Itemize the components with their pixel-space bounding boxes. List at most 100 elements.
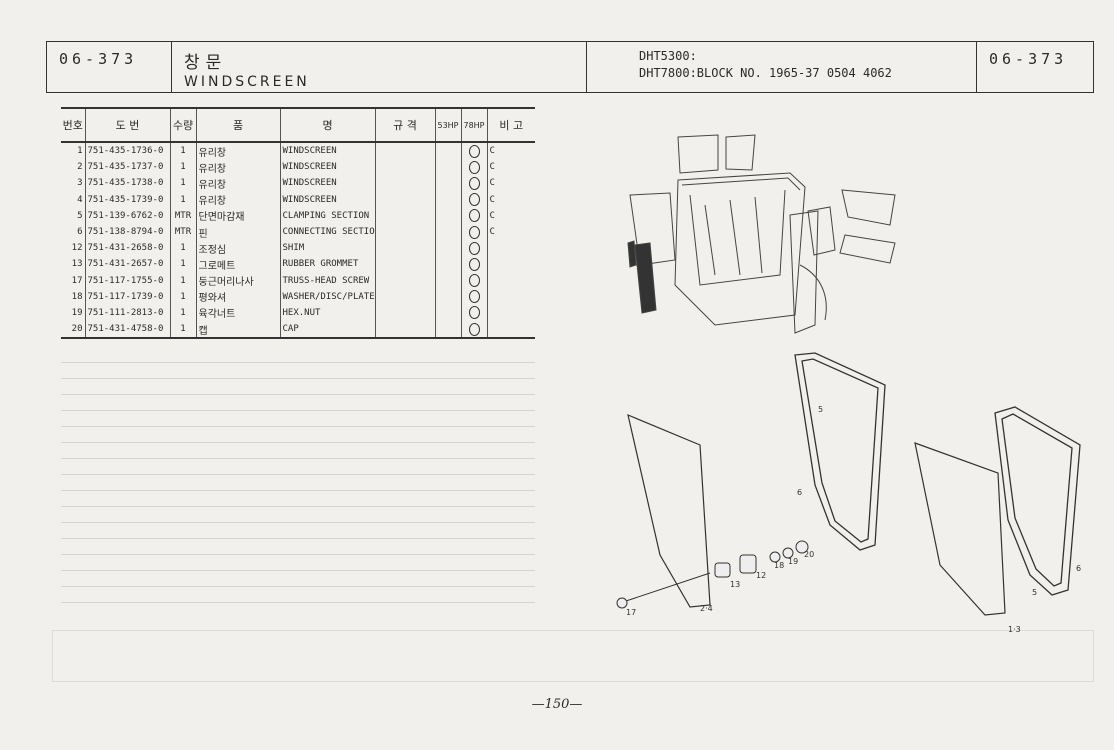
faded-back-page-table bbox=[61, 362, 535, 618]
row-53hp bbox=[435, 191, 462, 208]
row-spec bbox=[375, 159, 436, 176]
fastener-assembly bbox=[616, 540, 809, 609]
section-code-left: 06-373 bbox=[47, 42, 172, 92]
section-code-right: 06-373 bbox=[989, 50, 1068, 68]
callout-5-right: 5 bbox=[1032, 588, 1037, 597]
row-qty: 1 bbox=[170, 159, 197, 176]
row-53hp bbox=[435, 272, 462, 289]
row-name-en: WINDSCREEN bbox=[280, 159, 376, 176]
col-qty: 수량 bbox=[170, 107, 197, 143]
row-remark bbox=[487, 240, 535, 256]
callout-20: 20 bbox=[804, 550, 814, 559]
row-spec bbox=[375, 304, 436, 322]
applicability-mark-icon bbox=[468, 290, 480, 304]
row-qty: 1 bbox=[170, 240, 197, 257]
row-78hp bbox=[461, 304, 488, 322]
applicability-mark-icon bbox=[468, 209, 480, 223]
row-qty: 1 bbox=[170, 304, 197, 322]
callout-6: 6 bbox=[797, 488, 802, 497]
callout-5: 5 bbox=[818, 405, 823, 414]
applicability-mark-icon bbox=[468, 306, 480, 320]
col-no: 번호 bbox=[61, 107, 86, 143]
row-78hp bbox=[461, 223, 488, 241]
row-name-en: HEX.NUT bbox=[280, 304, 376, 322]
row-spec bbox=[375, 240, 436, 257]
row-qty: 1 bbox=[170, 288, 197, 305]
row-78hp bbox=[461, 175, 488, 192]
row-no: 20 bbox=[61, 321, 86, 340]
row-53hp bbox=[435, 175, 462, 192]
row-remark bbox=[487, 305, 535, 321]
row-name-en: WINDSCREEN bbox=[280, 191, 376, 208]
row-part-number: 751-435-1737-0 bbox=[85, 159, 171, 176]
row-name-en: WASHER/DISC/PLATE bbox=[280, 288, 376, 305]
rubber-seal-right bbox=[994, 406, 1081, 596]
row-no: 6 bbox=[61, 223, 86, 241]
applicability-mark-icon bbox=[468, 241, 480, 255]
row-name-ko: 그로메트 bbox=[196, 256, 281, 273]
row-name-ko: 단면마감재 bbox=[196, 207, 281, 224]
row-no: 5 bbox=[61, 207, 86, 224]
callout-19: 19 bbox=[788, 557, 798, 566]
callout-2-4: 2·4 bbox=[700, 604, 713, 613]
row-part-number: 751-431-2657-0 bbox=[85, 256, 171, 273]
row-no: 3 bbox=[61, 175, 86, 192]
row-name-ko: 육각너트 bbox=[196, 304, 281, 322]
callout-1-3: 1·3 bbox=[1008, 625, 1021, 634]
row-name-en: SHIM bbox=[280, 240, 376, 257]
callout-12: 12 bbox=[756, 571, 766, 580]
page-header: 06-373 창문 WINDSCREEN DHT5300: DHT7800:BL… bbox=[46, 41, 1094, 93]
row-name-en: CAP bbox=[280, 321, 376, 340]
row-name-en: CONNECTING SECTION bbox=[280, 223, 376, 241]
applicability-mark-icon bbox=[468, 176, 480, 190]
row-53hp bbox=[435, 304, 462, 322]
glass-panel-right bbox=[914, 442, 1006, 616]
col-78hp: 78HP bbox=[461, 107, 488, 143]
row-spec bbox=[375, 191, 436, 208]
model-info: DHT5300: DHT7800:BLOCK NO. 1965-37 0504 … bbox=[587, 42, 977, 92]
row-spec bbox=[375, 272, 436, 289]
row-qty: 1 bbox=[170, 321, 197, 340]
section-title: 창문 WINDSCREEN bbox=[172, 42, 587, 92]
row-remark: C bbox=[489, 146, 495, 157]
col-spec: 규 격 bbox=[375, 107, 436, 143]
row-name-ko: 조정심 bbox=[196, 240, 281, 257]
col-name-ko: 품 bbox=[196, 107, 281, 143]
row-name-ko: 핀 bbox=[196, 223, 281, 241]
row-part-number: 751-435-1739-0 bbox=[85, 191, 171, 208]
row-part-number: 751-435-1738-0 bbox=[85, 175, 171, 192]
title-korean: 창문 bbox=[184, 53, 228, 73]
cab-illustration bbox=[627, 134, 896, 334]
row-remark bbox=[487, 273, 535, 289]
row-53hp bbox=[435, 159, 462, 176]
applicability-mark-icon bbox=[468, 144, 480, 158]
row-remark bbox=[487, 321, 535, 340]
row-qty: MTR bbox=[170, 207, 197, 224]
row-no: 18 bbox=[61, 288, 86, 305]
row-53hp bbox=[435, 240, 462, 257]
row-no: 12 bbox=[61, 240, 86, 257]
callout-17: 17 bbox=[626, 608, 636, 617]
table-header-row: 번호 도 번 수량 품 명 규 격 53HP 78HP 비 고 bbox=[61, 107, 535, 143]
row-name-en: WINDSCREEN bbox=[280, 175, 376, 192]
row-qty: 1 bbox=[170, 191, 197, 208]
callout-18: 18 bbox=[774, 561, 784, 570]
row-part-number: 751-117-1739-0 bbox=[85, 288, 171, 305]
row-remark: C bbox=[489, 178, 495, 189]
row-no: 2 bbox=[61, 159, 86, 176]
row-name-ko: 캡 bbox=[196, 321, 281, 340]
row-part-number: 751-435-1736-0 bbox=[85, 142, 171, 160]
row-53hp bbox=[435, 321, 462, 340]
row-78hp bbox=[461, 321, 488, 340]
row-remark bbox=[487, 256, 535, 272]
col-part: 도 번 bbox=[85, 107, 171, 143]
row-53hp bbox=[435, 288, 462, 305]
